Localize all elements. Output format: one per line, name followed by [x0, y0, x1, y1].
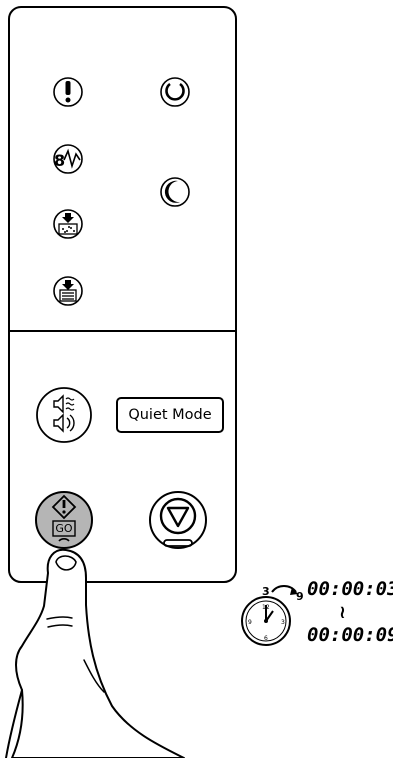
timer-separator: ≀ — [339, 602, 346, 623]
timer-arrow — [272, 586, 298, 595]
svg-text:3: 3 — [281, 619, 285, 626]
svg-text:6: 6 — [264, 635, 268, 642]
quiet-mode-button[interactable] — [37, 388, 91, 442]
control-panel — [9, 7, 236, 582]
timer-from-number: 3 — [262, 585, 270, 598]
stop-button[interactable] — [150, 492, 206, 548]
clock-icon: 12 3 6 9 — [242, 597, 290, 645]
power-icon — [161, 78, 189, 106]
svg-text:12: 12 — [262, 604, 270, 611]
paper-icon — [54, 277, 82, 305]
go-label: GO — [53, 522, 75, 537]
svg-text:9: 9 — [248, 619, 252, 626]
timer-end: 00:00:09 — [307, 624, 393, 646]
go-button[interactable] — [36, 492, 92, 548]
quiet-mode-label: Quiet Mode — [117, 398, 223, 432]
timer-to-number: 9 — [296, 590, 304, 603]
toner-icon — [54, 210, 82, 238]
paper-jam-icon: 8 — [54, 145, 82, 173]
attention-icon — [54, 78, 82, 106]
svg-text:8: 8 — [54, 151, 65, 170]
timer-start: 00:00:03 — [307, 578, 393, 600]
sleep-icon — [161, 178, 189, 206]
